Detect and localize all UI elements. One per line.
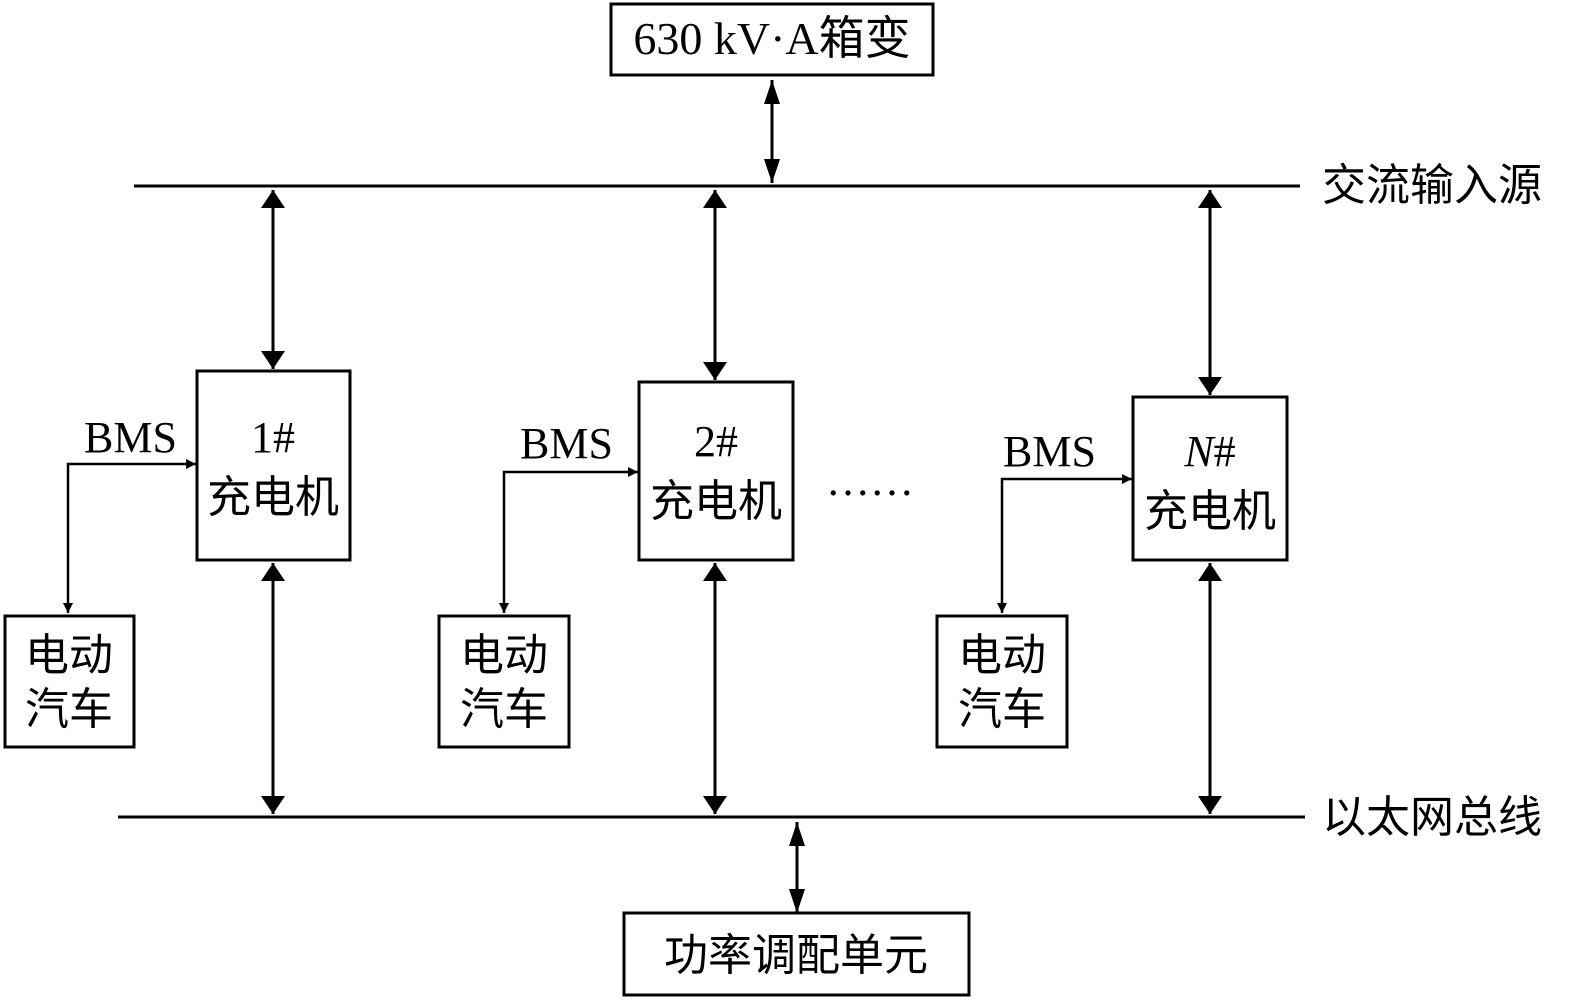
ev-1-label-line2: 汽车 xyxy=(25,685,113,734)
charger-n-number: N# xyxy=(1183,427,1235,476)
ac-input-bus-label: 交流输入源 xyxy=(1322,161,1542,210)
ethernet-bus-label: 以太网总线 xyxy=(1322,793,1542,842)
power-unit-box xyxy=(622,911,971,997)
charger-1-label: 充电机 xyxy=(207,473,339,522)
ellipsis-text: …… xyxy=(826,456,914,505)
ev-1-label-line1: 电动 xyxy=(25,631,113,680)
ev-n-label-line1: 电动 xyxy=(958,631,1046,680)
charger-2-bms-label: BMS xyxy=(520,419,613,468)
charger-1-number: 1# xyxy=(251,413,295,462)
charger-group-2: 2# 充电机 BMS 电动 汽车 xyxy=(437,190,795,814)
charger-2-label: 充电机 xyxy=(650,477,782,526)
charger-group-n: N# 充电机 BMS 电动 汽车 xyxy=(935,190,1289,814)
charger-2-number: 2# xyxy=(694,417,738,466)
charger-group-1: 1# 充电机 BMS 电动 汽车 xyxy=(3,190,352,814)
transformer-label: 630 kV·A箱变 xyxy=(633,13,910,64)
ev-n-box xyxy=(935,614,1069,749)
charger-n-bms-arrow xyxy=(997,474,1132,613)
charger-1-box xyxy=(195,369,352,562)
charger-1-bms-label: BMS xyxy=(84,413,177,462)
power-unit-label: 功率调配单元 xyxy=(664,931,928,980)
charger-2-bms-arrow xyxy=(499,467,638,613)
charger-1-bms-arrow xyxy=(63,459,196,613)
ev-1-box xyxy=(3,614,136,749)
ev-2-label-line1: 电动 xyxy=(460,631,548,680)
charger-n-label: 充电机 xyxy=(1144,487,1276,536)
power-unit-node: 功率调配单元 xyxy=(622,911,971,997)
charger-n-bms-label: BMS xyxy=(1003,427,1096,476)
charger-2-box xyxy=(637,380,795,562)
charger-n-box xyxy=(1131,395,1289,562)
transformer-box xyxy=(609,2,935,77)
transformer-node: 630 kV·A箱变 xyxy=(609,2,935,77)
ev-2-box xyxy=(437,614,571,749)
ev-n-label-line2: 汽车 xyxy=(958,685,1046,734)
ev-2-label-line2: 汽车 xyxy=(460,685,548,734)
